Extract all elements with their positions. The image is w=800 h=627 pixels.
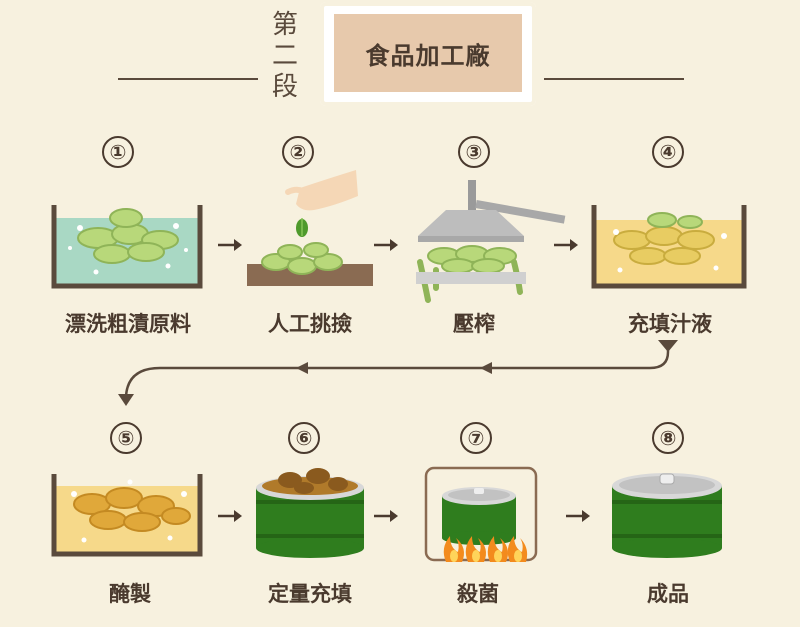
- sterilizing-can-icon: [424, 466, 538, 562]
- picking-hand-icon: [247, 170, 373, 286]
- step-label-7: 殺菌: [457, 582, 499, 606]
- step-label-3: 壓榨: [453, 312, 495, 336]
- sealed-can-icon: [612, 473, 722, 558]
- step-label-6: 定量充填: [268, 582, 352, 606]
- brine-tub-icon: [591, 205, 747, 289]
- left-rule: [118, 78, 258, 80]
- open-can-icon: [256, 468, 364, 558]
- page-title: 食品加工廠: [334, 14, 522, 92]
- step-number-1: ①: [102, 136, 134, 168]
- right-rule: [544, 78, 684, 80]
- press-icon: [416, 180, 566, 303]
- step-number-3: ③: [458, 136, 490, 168]
- pickling-tub-icon: [51, 474, 203, 557]
- step-label-5: 醃製: [109, 582, 151, 606]
- step-label-1: 漂洗粗漬原料: [65, 312, 191, 336]
- step-label-8: 成品: [647, 582, 689, 606]
- connector-arrow: [118, 340, 678, 406]
- step-label-2: 人工挑撿: [268, 312, 352, 336]
- step-number-7: ⑦: [460, 422, 492, 454]
- step-number-6: ⑥: [288, 422, 320, 454]
- step-number-8: ⑧: [652, 422, 684, 454]
- wash-tub-icon: [51, 205, 203, 289]
- step-number-4: ④: [652, 136, 684, 168]
- step-number-5: ⑤: [110, 422, 142, 454]
- step-label-4: 充填汁液: [628, 312, 712, 336]
- step-number-2: ②: [282, 136, 314, 168]
- stage-label: 第二段: [271, 10, 298, 102]
